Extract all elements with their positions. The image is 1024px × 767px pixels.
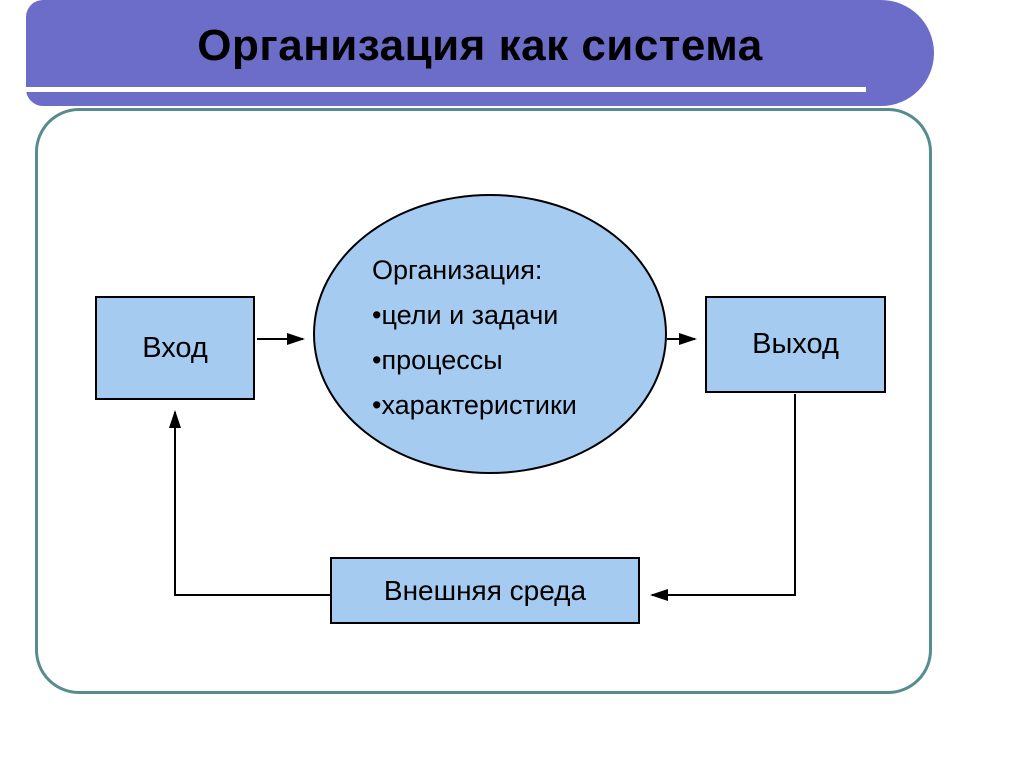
output-box-label: Выход	[752, 328, 839, 360]
environment-box-label: Внешняя среда	[383, 574, 587, 606]
title-underline	[0, 87, 866, 92]
input-box: Вход	[95, 296, 255, 400]
organization-item: •характеристики	[372, 390, 577, 420]
organization-text: Организация: •цели и задачи •процессы •х…	[372, 248, 577, 428]
content-frame	[35, 108, 932, 694]
organization-item: •цели и задачи	[372, 300, 559, 330]
output-box: Выход	[705, 296, 886, 393]
organization-item: •процессы	[372, 345, 503, 375]
organization-ellipse: Организация: •цели и задачи •процессы •х…	[313, 194, 667, 474]
environment-box: Внешняя среда	[330, 557, 640, 624]
slide-title: Организация как система	[197, 21, 763, 70]
organization-heading: Организация:	[372, 255, 543, 285]
input-box-label: Вход	[142, 331, 208, 364]
